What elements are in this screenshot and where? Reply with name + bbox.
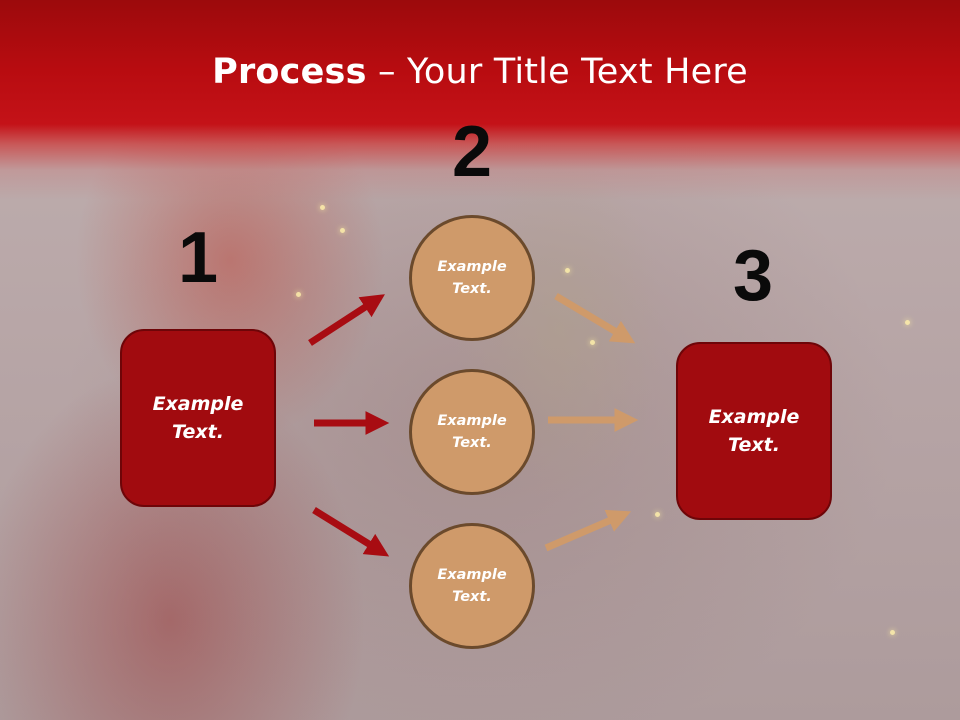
right-box-text: Example Text. [708,405,800,457]
arrow-left-to-top [308,294,385,346]
firefly-glow [905,320,910,325]
firefly-glow [590,340,595,345]
firefly-glow [296,292,301,297]
firefly-glow [655,512,660,517]
step-number-3: 3 [732,236,774,316]
left-box-text: Example Text. [152,392,244,444]
title-bold: Process [212,52,367,92]
title-band [0,0,960,200]
firefly-glow [565,268,570,273]
circle-top-text: Example Text. [437,258,507,297]
circle-bottom-text: Example Text. [437,566,507,605]
firefly-glow [890,630,895,635]
arrow-bottom-to-right [544,509,632,552]
circle-bottom: Example Text. [409,523,535,649]
step-number-2: 2 [451,112,493,192]
right-step-box: Example Text. [676,342,832,520]
circle-top: Example Text. [409,215,535,341]
step-number-1: 1 [177,218,219,298]
circle-middle-text: Example Text. [437,412,507,451]
circle-middle: Example Text. [409,369,535,495]
title-rest: – Your Title Text Here [366,52,748,92]
left-step-box: Example Text. [120,329,276,507]
arrow-top-to-right [554,292,636,344]
slide-title: Process – Your Title Text Here [0,52,960,92]
firefly-glow [320,205,325,210]
arrow-left-to-bottom [312,507,390,557]
firefly-glow [340,228,345,233]
